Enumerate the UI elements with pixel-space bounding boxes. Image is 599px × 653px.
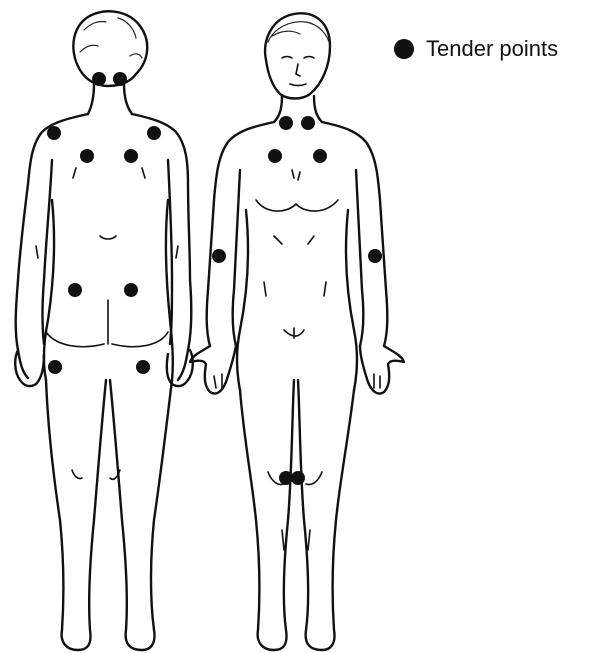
tender-point bbox=[291, 471, 305, 485]
tender-point bbox=[313, 149, 327, 163]
tender-point bbox=[268, 149, 282, 163]
tender-point bbox=[301, 116, 315, 130]
back-view-figure bbox=[15, 11, 193, 650]
back-legs bbox=[46, 380, 172, 650]
tender-point bbox=[68, 283, 82, 297]
tender-point-marker-icon bbox=[394, 39, 414, 59]
legend: Tender points bbox=[394, 32, 558, 66]
tender-point bbox=[47, 126, 61, 140]
tender-point bbox=[212, 249, 226, 263]
tender-point bbox=[113, 72, 127, 86]
tender-point bbox=[136, 360, 150, 374]
tender-point bbox=[48, 360, 62, 374]
tender-point bbox=[80, 149, 94, 163]
legend-label: Tender points bbox=[426, 36, 558, 62]
tender-point bbox=[124, 283, 138, 297]
tender-point bbox=[368, 249, 382, 263]
tender-point bbox=[124, 149, 138, 163]
tender-point bbox=[279, 471, 293, 485]
tender-point bbox=[92, 72, 106, 86]
tender-point bbox=[279, 116, 293, 130]
front-legs bbox=[240, 380, 354, 650]
tender-point bbox=[147, 126, 161, 140]
front-view-figure bbox=[190, 13, 404, 650]
